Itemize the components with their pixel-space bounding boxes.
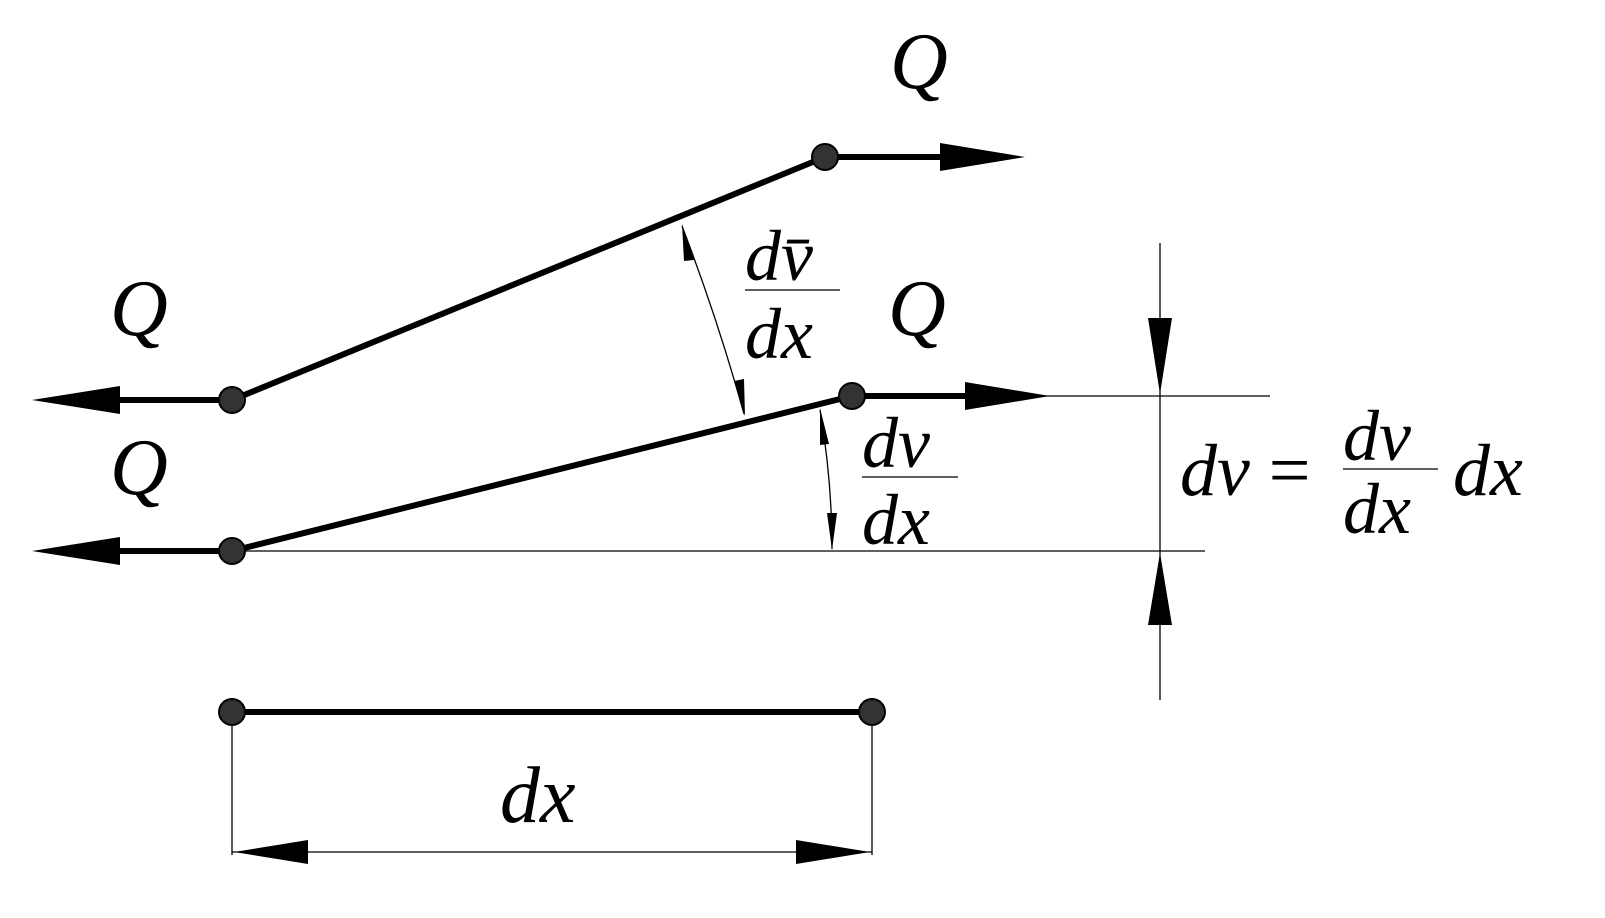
labels: Q Q Q Q dv̄ dx dv dx dv = dv dx dx dx <box>110 18 1523 840</box>
dv-equation-rhs: dx <box>1453 430 1523 512</box>
force-label-left-lower: Q <box>110 424 168 512</box>
dv-dimension-bottom-arrowhead <box>1148 553 1172 625</box>
total-angle-arrowhead-top <box>682 224 694 261</box>
dx-segment-left-node <box>218 698 246 726</box>
dv-equation-lhs: dv <box>1180 430 1250 512</box>
lower-angle-numerator: dv <box>862 403 930 483</box>
dv-dimension <box>1148 243 1172 700</box>
angle-arcs <box>681 224 837 550</box>
dx-dimension-right-arrowhead <box>796 840 870 864</box>
dv-equation-numerator: dv <box>1343 396 1411 476</box>
total-angle-numerator: dv̄ <box>745 216 813 296</box>
lower-right-force-arrowhead <box>965 382 1050 410</box>
lower-element <box>32 382 1270 565</box>
force-label-top-right: Q <box>890 18 948 106</box>
total-angle-arrowhead-bottom <box>734 379 745 416</box>
dv-equation-denominator: dx <box>1343 469 1411 549</box>
dv-dimension-top-arrowhead <box>1148 318 1172 394</box>
upper-left-node <box>218 386 246 414</box>
total-angle-denominator: dx <box>745 294 813 374</box>
force-label-mid-right: Q <box>888 265 946 353</box>
lower-left-node <box>218 537 246 565</box>
lower-element-line <box>229 393 855 554</box>
lower-angle-arrowhead-bottom <box>827 513 837 550</box>
lower-right-node <box>838 382 866 410</box>
upper-element <box>32 143 1025 414</box>
dx-dimension-left-arrowhead <box>234 840 308 864</box>
lower-angle-denominator: dx <box>862 480 930 560</box>
dv-equation-equals: = <box>1264 430 1314 512</box>
upper-right-node <box>811 143 839 171</box>
dx-segment-right-node <box>858 698 886 726</box>
lower-left-force-arrowhead <box>32 537 120 565</box>
upper-right-force-arrowhead <box>940 143 1025 171</box>
dx-segment <box>218 698 886 864</box>
force-label-left-upper: Q <box>110 265 168 353</box>
upper-left-force-arrowhead <box>32 386 120 414</box>
dx-segment-label: dx <box>500 752 576 840</box>
lower-angle-arrowhead-top <box>820 408 829 445</box>
upper-element-line <box>229 154 828 403</box>
